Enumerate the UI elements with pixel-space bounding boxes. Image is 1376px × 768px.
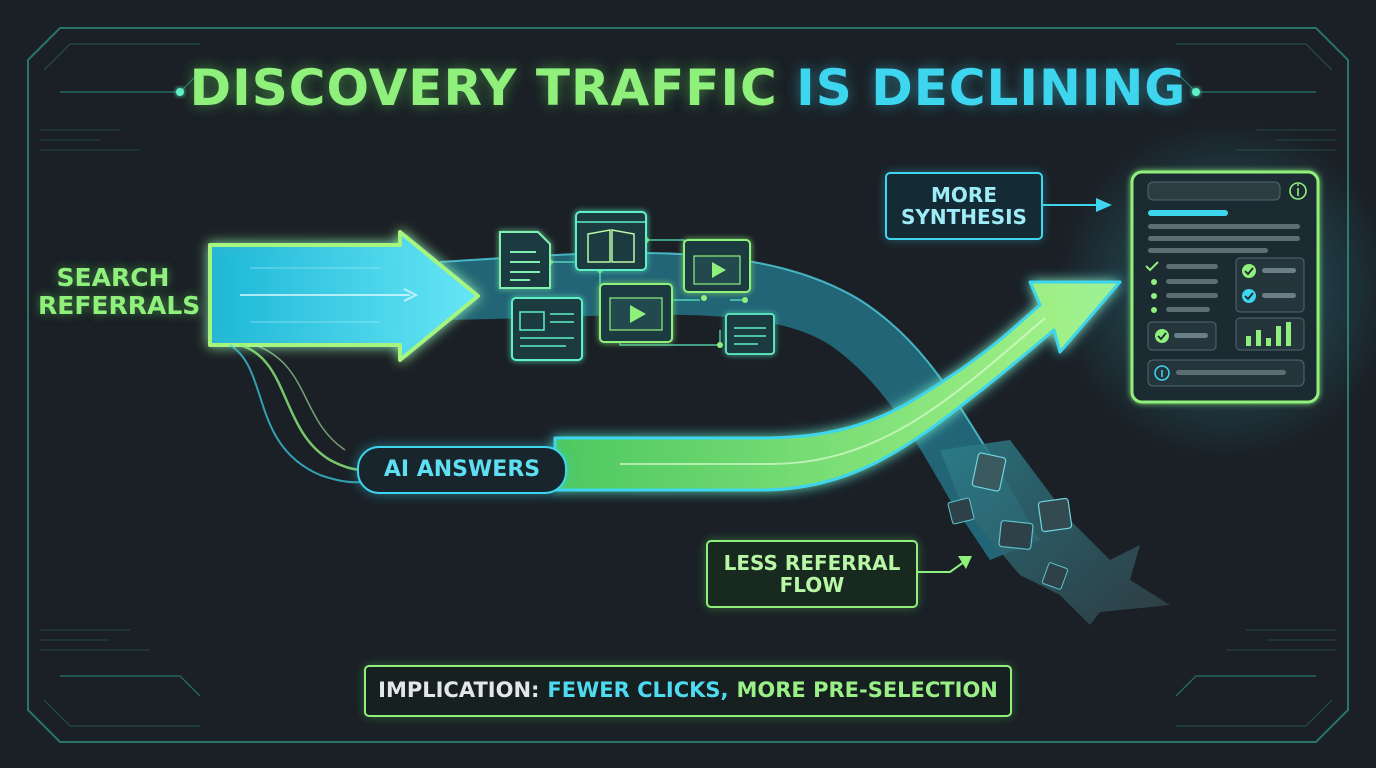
arrow-lines — [250, 267, 380, 323]
arrow-streak — [620, 317, 1046, 465]
frame-node — [176, 88, 184, 96]
less-referral-line-2: FLOW — [779, 573, 845, 597]
ai-answer-panel — [1130, 170, 1320, 404]
decay-fragments — [940, 440, 1170, 625]
less-flow-pointer-arrow — [916, 556, 972, 573]
split-wisps — [229, 343, 366, 484]
book-icon — [575, 211, 647, 271]
ai-answers-label: AI ANSWERS — [357, 446, 567, 494]
implication-banner: IMPLICATION: FEWER CLICKS, MORE PRE-SELE… — [364, 665, 1012, 717]
less-referral-flow-box: LESS REFERRAL FLOW — [706, 540, 918, 608]
video-icon — [683, 239, 751, 293]
title-part-green: DISCOVERY TRAFFIC — [189, 59, 778, 117]
article-icon — [725, 313, 775, 355]
arrow-streak-head — [403, 288, 419, 302]
more-synthesis-box: MORE SYNTHESIS — [885, 172, 1043, 240]
checkmark-icon — [1242, 264, 1256, 303]
search-referrals-line-2: REFERRALS — [38, 291, 201, 320]
more-synthesis-line-2: SYNTHESIS — [901, 205, 1027, 229]
bar-chart-icon — [1246, 322, 1291, 346]
checkmark-icon — [1145, 261, 1159, 272]
article-icon — [511, 297, 583, 361]
info-icon — [1154, 365, 1170, 381]
less-referral-line-1: LESS REFERRAL — [723, 550, 901, 575]
ai-answers-arrow — [553, 280, 1122, 492]
implication-lead: IMPLICATION: — [378, 678, 540, 703]
title-part-cyan: IS DECLINING — [796, 59, 1187, 117]
video-icon — [599, 283, 673, 343]
search-referrals-line-1: SEARCH — [56, 263, 170, 292]
document-icon — [499, 231, 551, 289]
frame-node — [1192, 88, 1200, 96]
info-icon — [1289, 182, 1307, 200]
implication-fewer-clicks: FEWER CLICKS, — [547, 678, 729, 703]
ai-answers-text: AI ANSWERS — [383, 456, 541, 482]
checkmark-icon — [1155, 329, 1169, 343]
page-title: DISCOVERY TRAFFIC IS DECLINING — [0, 58, 1376, 118]
implication-pre-selection: MORE PRE-SELECTION — [736, 678, 998, 703]
declining-stream — [440, 252, 1040, 560]
search-referrals-label: SEARCH REFERRALS — [38, 263, 201, 320]
more-synthesis-line-1: MORE — [931, 182, 997, 207]
